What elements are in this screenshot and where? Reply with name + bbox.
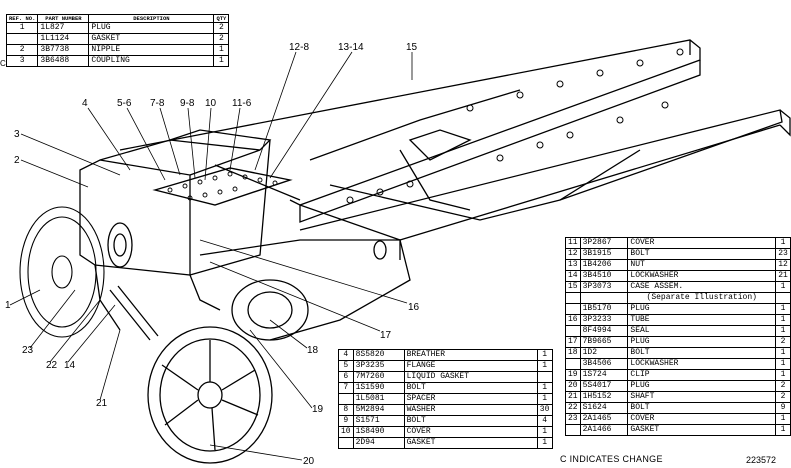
callout-14: 14 — [64, 360, 76, 371]
callout-16: 16 — [408, 302, 420, 313]
frame-rail-upper — [119, 39, 701, 206]
header-ref: REF. NO. — [5, 14, 39, 23]
header-part: PART NUMBER — [37, 14, 90, 23]
header-desc: DESCRIPTION — [88, 14, 215, 23]
callout-19: 19 — [312, 404, 324, 415]
callout-23: 23 — [22, 345, 34, 356]
top-cover — [152, 167, 293, 206]
frame-rail-lower — [299, 109, 783, 231]
callout-13-14: 13-14 — [338, 42, 364, 53]
callout-20: 20 — [303, 456, 315, 467]
callout-21: 21 — [96, 398, 108, 409]
change-note: C INDICATES CHANGE — [560, 454, 663, 464]
header-qty: QTY — [213, 14, 230, 23]
callout-4: 4 — [82, 98, 88, 109]
callout-12-8: 12-8 — [289, 42, 309, 53]
change-mark: C — [0, 59, 6, 68]
callout-22: 22 — [46, 360, 58, 371]
case-body — [79, 159, 191, 276]
callout-7-8: 7-8 — [150, 98, 165, 109]
callout-17: 17 — [380, 330, 392, 341]
callout-18: 18 — [307, 345, 319, 356]
table-row: (Separate Illustration) — [565, 292, 791, 304]
callout-3: 3 — [14, 129, 20, 140]
figure-number: 223572 — [746, 455, 777, 465]
callout-9-8: 9-8 — [180, 98, 195, 109]
callout-11-6: 11-6 — [232, 98, 252, 109]
callout-5-6: 5-6 — [117, 98, 132, 109]
callout-2: 2 — [14, 155, 20, 166]
sprocket-wheel — [147, 326, 273, 464]
callout-1: 1 — [5, 300, 11, 311]
left-flywheel — [19, 206, 105, 338]
callout-15: 15 — [406, 42, 418, 53]
callout-10: 10 — [205, 98, 217, 109]
